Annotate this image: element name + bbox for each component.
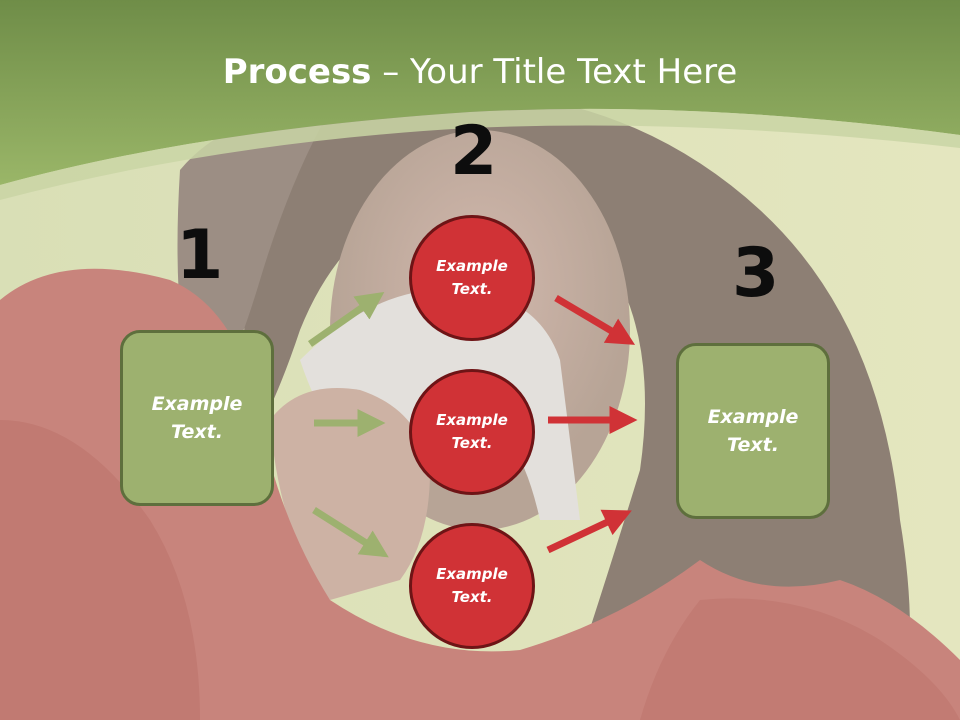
circle-1-line1: Example bbox=[436, 256, 508, 275]
arrow-circle-3-to-right bbox=[546, 509, 632, 554]
left-box: Example Text. bbox=[120, 330, 274, 506]
step-number-1: 1 bbox=[176, 216, 224, 295]
arrow-circle-1-to-right bbox=[554, 294, 636, 345]
arrow-left-to-circle-1 bbox=[307, 291, 385, 347]
right-box: Example Text. bbox=[676, 343, 830, 519]
title-bold: Process bbox=[222, 52, 372, 92]
title-rest: – Your Title Text Here bbox=[371, 52, 738, 92]
circle-2-line2: Text. bbox=[451, 434, 493, 452]
step-number-3: 3 bbox=[732, 234, 780, 313]
circle-1-line2: Text. bbox=[451, 280, 493, 298]
slide-title: Process – Your Title Text Here bbox=[0, 52, 960, 92]
right-box-line1: Example bbox=[707, 405, 799, 428]
arrow-left-to-circle-3 bbox=[312, 507, 389, 558]
step-number-2: 2 bbox=[450, 112, 498, 191]
circle-2: Example Text. bbox=[409, 369, 535, 495]
circle-3-line1: Example bbox=[436, 564, 508, 583]
circle-3-line2: Text. bbox=[451, 588, 493, 606]
circle-3: Example Text. bbox=[409, 523, 535, 649]
left-box-line1: Example bbox=[151, 392, 243, 415]
circle-2-line1: Example bbox=[436, 410, 508, 429]
right-box-line2: Text. bbox=[727, 434, 779, 456]
left-box-line2: Text. bbox=[171, 421, 223, 443]
circle-1: Example Text. bbox=[409, 215, 535, 341]
